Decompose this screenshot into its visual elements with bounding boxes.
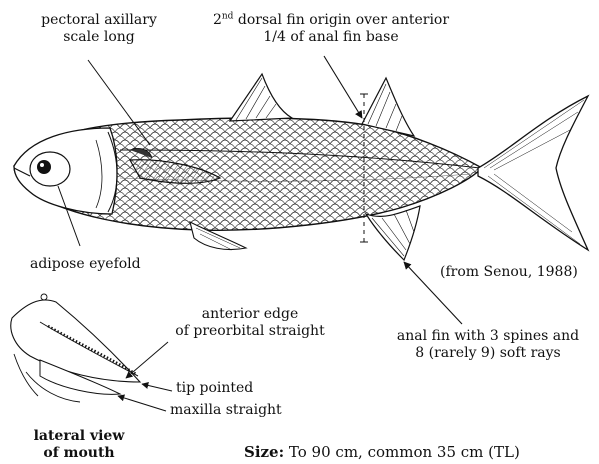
pectoral-label: pectoral axillary scale long (24, 12, 174, 46)
tip-pointed-label: tip pointed (176, 380, 253, 397)
adipose-eyefold-label: adipose eyefold (30, 256, 141, 273)
source-credit: (from Senou, 1988) (440, 264, 578, 281)
lateral-view-caption: lateral view of mouth (12, 428, 146, 462)
size-value: To 90 cm, common 35 cm (TL) (289, 443, 520, 461)
first-dorsal-fin (230, 74, 292, 121)
anal-fin-label: anal fin with 3 spines and 8 (rarely 9) … (380, 328, 596, 362)
preorbital-label: anterior edge of preorbital straight (160, 306, 340, 340)
size-info: Size: To 90 cm, common 35 cm (TL) (244, 444, 520, 461)
size-label: Size: (244, 443, 284, 461)
eye-pupil (37, 160, 51, 174)
caudal-fin (478, 96, 588, 250)
dorsal-label: 2nd dorsal fin origin over anterior 1/4 … (186, 12, 476, 46)
maxilla-label: maxilla straight (170, 402, 282, 419)
dorsal-leader (324, 56, 362, 118)
mouth-lateral-view (11, 294, 140, 402)
